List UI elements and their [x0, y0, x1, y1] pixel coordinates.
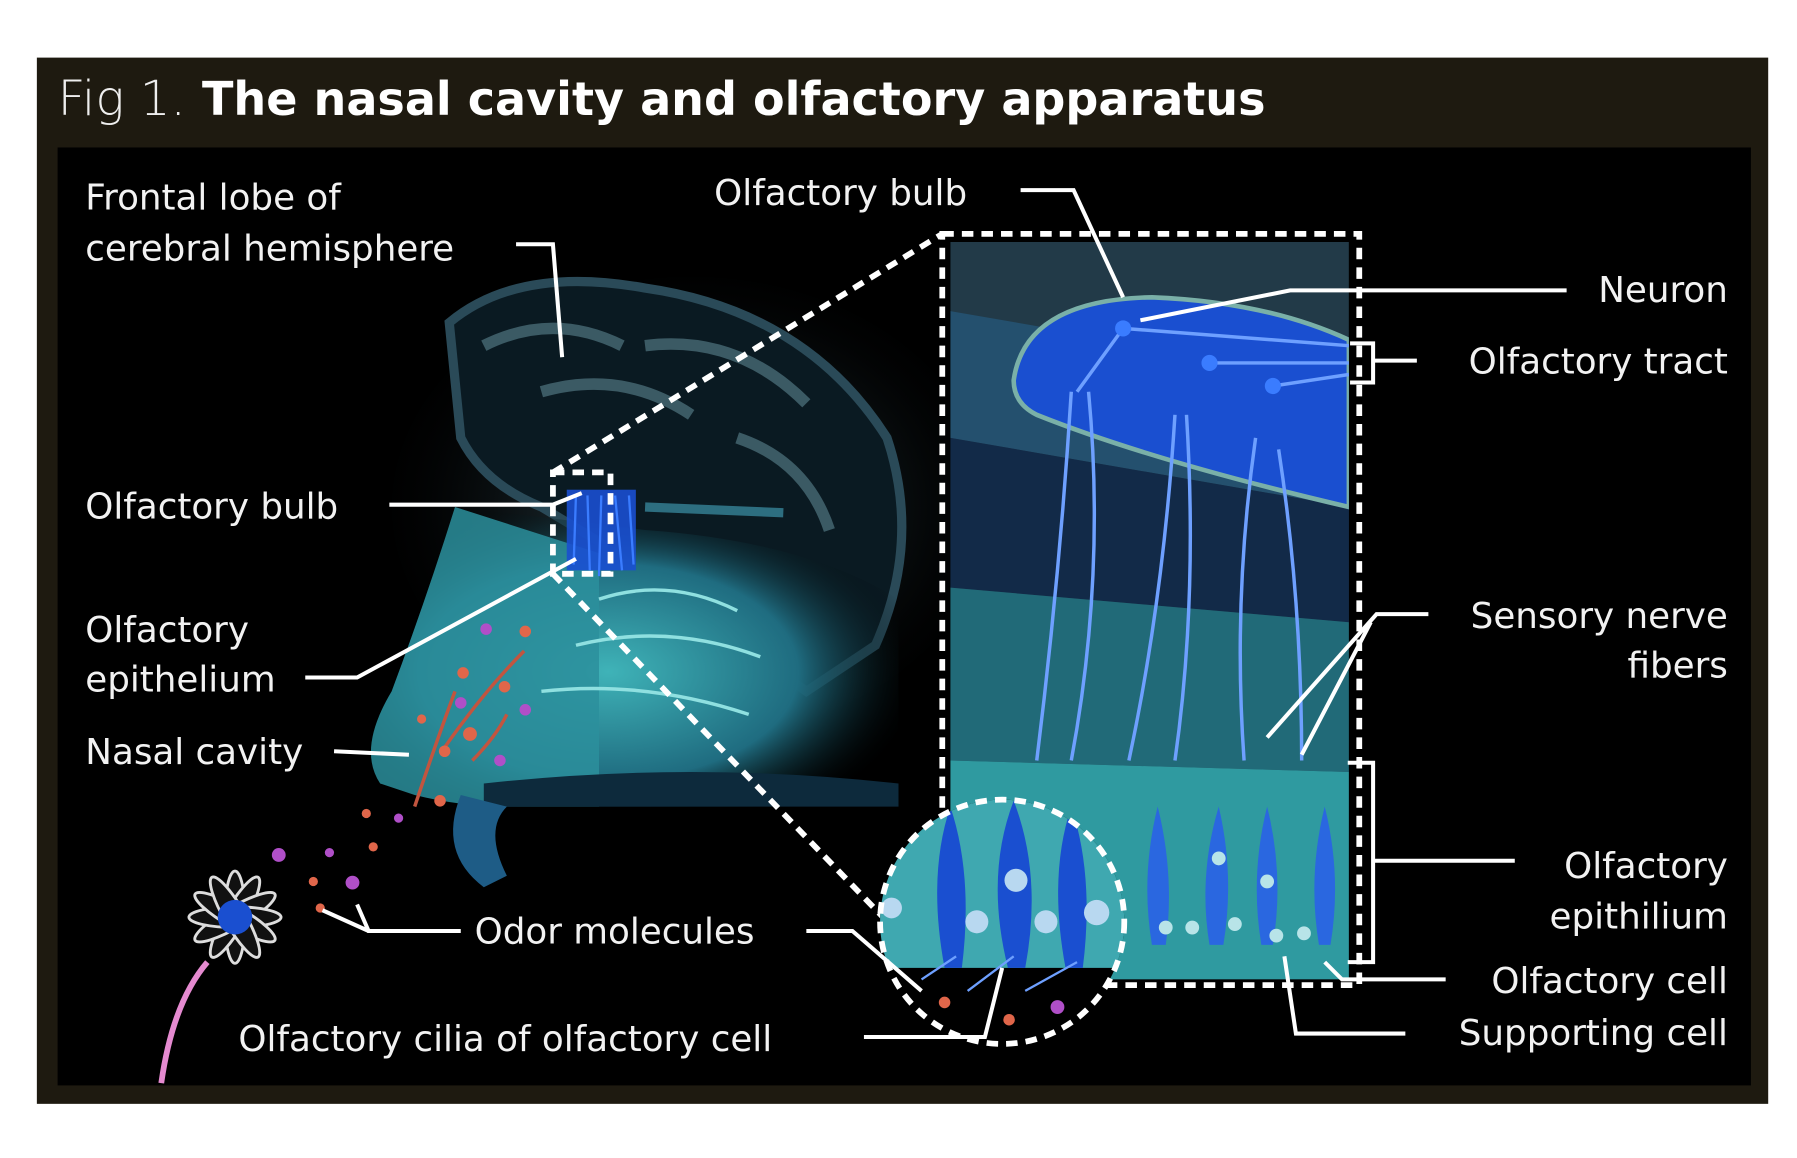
figure-title: Fig 1. The nasal cavity and olfactory ap…	[58, 71, 1266, 127]
label-olfactory-bulb-left: Olfactory bulb	[85, 487, 338, 528]
label-sensory-nerve-2: fibers	[1627, 646, 1727, 687]
magnified-box-outline	[939, 231, 1363, 989]
label-olfactory-cilia: Olfactory cilia of olfactory cell	[238, 1019, 772, 1060]
label-olfactory-epithelium-1: Olfactory	[85, 610, 249, 651]
label-olfactory-bulb-top: Olfactory bulb	[714, 173, 967, 214]
head-illustration	[370, 276, 991, 888]
label-odor-molecules: Odor molecules	[475, 912, 755, 953]
label-olfactory-epithelium-2: epithelium	[85, 659, 275, 700]
figure-prefix: Fig 1.	[58, 71, 186, 127]
label-olfactory-cell: Olfactory cell	[1491, 961, 1728, 1002]
label-olfactory-epithilium-2: epithilium	[1550, 897, 1728, 938]
leader-lines	[305, 188, 1567, 1040]
label-olfactory-tract: Olfactory tract	[1469, 341, 1728, 382]
odor-molecules-cloud	[271, 623, 532, 913]
label-sensory-nerve-1: Sensory nerve	[1471, 596, 1728, 637]
zoom-connector-lines	[550, 231, 944, 936]
label-frontal-lobe-2: cerebral hemisphere	[85, 228, 454, 269]
label-nasal-cavity: Nasal cavity	[85, 732, 303, 773]
figure-title-text: The nasal cavity and olfactory apparatus	[202, 72, 1266, 126]
flower-illustration	[158, 869, 283, 1084]
label-supporting-cell: Supporting cell	[1459, 1013, 1728, 1054]
label-frontal-lobe-1: Frontal lobe of	[85, 178, 342, 219]
label-olfactory-epithilium-1: Olfactory	[1564, 846, 1728, 887]
label-neuron: Neuron	[1598, 270, 1728, 311]
